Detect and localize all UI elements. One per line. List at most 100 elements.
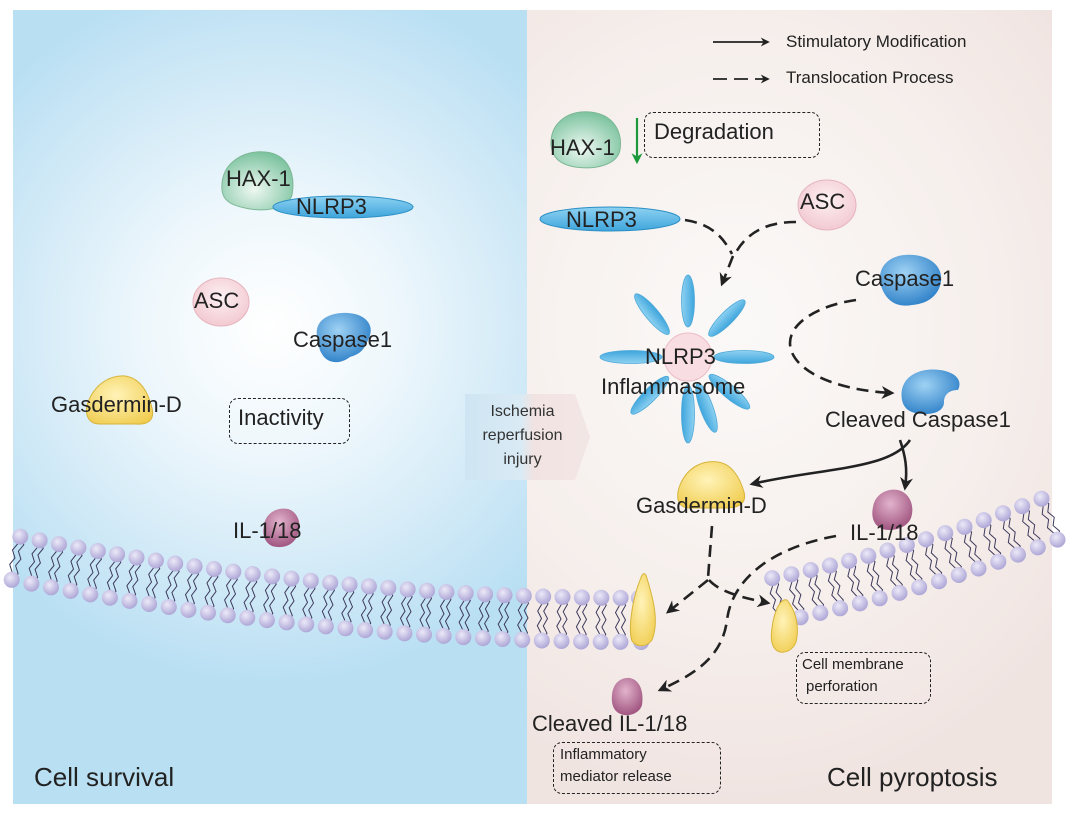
lipid-head	[494, 631, 511, 647]
hax1-protein-left	[221, 151, 294, 211]
lipid-head	[82, 586, 99, 603]
ischemia-line-2: reperfusion	[482, 427, 563, 444]
lipid-head	[160, 599, 177, 615]
lipid-head	[918, 531, 934, 548]
lipid-head	[851, 595, 868, 612]
phospholipid	[879, 542, 908, 601]
lipid-head	[1014, 498, 1031, 515]
lipid-head	[593, 589, 610, 606]
lipid-head	[573, 589, 590, 606]
phospholipid	[62, 539, 87, 599]
lipid-tail	[71, 547, 83, 592]
inflammasome-spoke	[708, 299, 746, 337]
phospholipid	[298, 572, 319, 633]
nlrp3-label-right: NLRP3	[566, 207, 637, 232]
lipid-tail	[365, 586, 374, 631]
lipid-head	[244, 566, 261, 582]
phospholipid	[898, 537, 928, 596]
phospholipid	[376, 579, 397, 640]
lipid-tail	[907, 544, 923, 588]
lipid-head	[573, 633, 590, 650]
phospholipid	[219, 563, 242, 624]
perforation-label-1: Cell membrane	[802, 656, 904, 673]
cleaved-to-il-arrow	[898, 439, 913, 491]
lipid-tail	[965, 526, 982, 569]
lipid-tail	[110, 554, 122, 599]
lipid-head	[438, 584, 455, 600]
phospholipid	[533, 588, 552, 649]
lipid-head	[337, 620, 354, 637]
lipid-tail	[811, 569, 825, 613]
phospholipid	[1014, 498, 1046, 556]
lipid-head	[553, 633, 570, 649]
lipid-head	[783, 566, 800, 583]
lipid-tail	[830, 564, 844, 609]
lipid-tail	[620, 597, 627, 643]
phospholipid	[1033, 490, 1066, 548]
ischemia-label: Ischemia reperfusion injury	[465, 400, 580, 472]
legend-translocation: Translocation Process	[786, 68, 954, 88]
lipid-tail	[542, 596, 549, 641]
il-label-right: IL-1/18	[850, 520, 919, 545]
lipid-head	[802, 562, 819, 578]
phospholipid	[200, 561, 222, 621]
il-to-cleaved-arrow	[657, 534, 837, 692]
lipid-tail	[404, 589, 413, 634]
lipid-head	[956, 518, 973, 535]
phospholipid	[841, 552, 868, 612]
gasdermin-to-pore-right-arrow	[708, 579, 771, 608]
inflammasome-spoke	[630, 375, 670, 415]
phospholipid	[101, 546, 126, 606]
phospholipid	[278, 570, 300, 631]
lipid-head	[911, 579, 928, 596]
lipid-tail	[562, 596, 568, 642]
phospholipid	[553, 589, 571, 649]
lipid-head	[975, 512, 992, 529]
cleaved-il-label: Cleaved IL-1/18	[532, 711, 688, 736]
cleaved-to-gasdermin-arrow	[749, 439, 912, 488]
mediator-label-2: mediator release	[560, 768, 672, 785]
gasdermin-protein-right	[677, 461, 746, 509]
lipid-head	[931, 573, 947, 590]
lipid-head	[376, 623, 393, 640]
lipid-head	[1010, 546, 1026, 563]
phospholipid	[396, 581, 416, 642]
lipid-tail	[346, 584, 355, 629]
nlrp3-to-merge-arrow	[684, 218, 734, 255]
phospholipid	[317, 574, 339, 635]
nlrp3-inflammasome	[599, 274, 775, 444]
lipid-tail	[130, 557, 141, 602]
nlrp3-label-left: NLRP3	[296, 194, 367, 219]
phospholipid	[918, 531, 947, 590]
phospholipid	[160, 555, 184, 615]
lipid-head	[764, 570, 781, 587]
phospholipid	[860, 547, 888, 607]
lipid-head	[871, 590, 888, 607]
gasdermin-protein-left	[86, 375, 154, 425]
lipid-head	[206, 561, 222, 577]
phospholipid	[258, 568, 281, 629]
mediator-release-box	[553, 742, 721, 794]
lipid-tail	[306, 580, 316, 625]
lipid-head	[937, 525, 954, 542]
lipid-head	[12, 528, 29, 545]
phospholipid	[802, 562, 829, 621]
lipid-head	[278, 614, 295, 631]
inactivity-label: Inactivity	[238, 405, 324, 430]
cell-pyroptosis-title: Cell pyroptosis	[827, 762, 998, 792]
asc-protein-left	[192, 277, 250, 327]
inflammasome-spoke	[599, 350, 663, 364]
phospholipid	[455, 585, 474, 646]
ischemia-line-1: Ischemia	[490, 403, 555, 420]
lipid-tail	[228, 571, 238, 616]
cleaved-caspase1-label: Cleaved Caspase1	[825, 407, 1011, 432]
lipid-tail	[247, 574, 258, 619]
phospholipid	[43, 536, 67, 596]
lipid-head	[200, 604, 216, 621]
phospholipid	[239, 566, 261, 626]
il-protein-right	[872, 489, 913, 530]
lipid-head	[898, 537, 915, 553]
lipid-tail	[1022, 505, 1041, 547]
inflammasome-spoke	[681, 384, 695, 444]
membrane-perforation-box	[796, 652, 931, 704]
